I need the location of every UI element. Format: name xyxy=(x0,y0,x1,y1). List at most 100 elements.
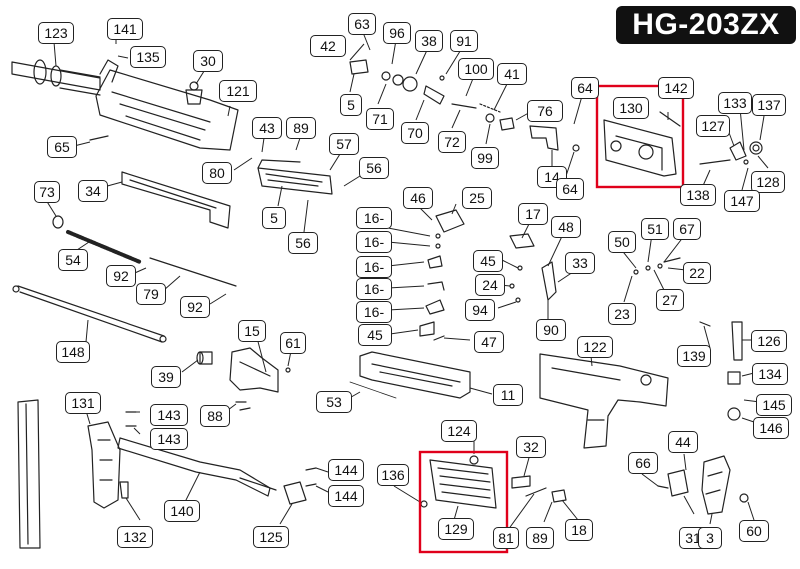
part-callout-3: 3 xyxy=(698,527,722,549)
part-callout-81: 81 xyxy=(493,527,519,549)
part-callout-143: 143 xyxy=(150,428,188,450)
part-callout-80: 80 xyxy=(202,162,232,184)
part-callout-16-1: 16-1 xyxy=(356,301,392,340)
part-callout-72: 72 xyxy=(438,131,466,153)
part-callout-128: 128 xyxy=(751,171,785,193)
part-callout-61: 61 xyxy=(280,332,306,354)
barrel-part xyxy=(11,59,101,96)
part-callout-18: 18 xyxy=(565,519,593,541)
part-callout-34: 34 xyxy=(78,180,108,202)
highlight-boxes xyxy=(418,84,685,554)
part-callout-89: 89 xyxy=(526,527,554,549)
part-callout-91: 91 xyxy=(450,30,478,52)
part-callout-132: 132 xyxy=(117,526,153,548)
stock-butt-part xyxy=(87,421,121,509)
grip-panel-part xyxy=(429,455,497,509)
stock-pin-parts xyxy=(699,321,743,421)
part-callout-100: 100 xyxy=(458,58,494,80)
pin-part xyxy=(89,135,109,141)
part-callout-16-3: 16-3 xyxy=(356,231,392,270)
part-callout-96: 96 xyxy=(383,22,411,44)
part-callout-138: 138 xyxy=(680,184,716,206)
part-callout-123: 123 xyxy=(38,22,74,44)
safety-part xyxy=(529,125,580,152)
part-callout-22: 22 xyxy=(683,262,711,284)
cover-part xyxy=(121,171,231,229)
part-callout-32: 32 xyxy=(516,436,546,458)
sight-part xyxy=(185,81,203,105)
stock-latch-part xyxy=(283,481,307,505)
part-callout-127: 127 xyxy=(696,115,730,137)
part-callout-136: 136 xyxy=(377,464,409,486)
part-callout-48: 48 xyxy=(551,216,581,238)
part-callout-90: 90 xyxy=(536,319,566,341)
highlight-box-124-129 xyxy=(418,450,509,554)
part-callout-5: 5 xyxy=(340,94,362,116)
part-callout-33: 33 xyxy=(565,252,595,274)
part-callout-57: 57 xyxy=(329,133,359,155)
part-callout-46: 46 xyxy=(403,187,433,209)
part-callout-92: 92 xyxy=(106,265,136,287)
part-callout-92: 92 xyxy=(180,296,210,318)
part-callout-11: 11 xyxy=(493,384,523,406)
part-callout-148: 148 xyxy=(56,341,90,363)
part-callout-51: 51 xyxy=(641,218,669,240)
part-callout-50: 50 xyxy=(608,231,636,253)
grip-frame-part xyxy=(539,353,669,449)
part-callout-64: 64 xyxy=(556,178,584,200)
part-callout-134: 134 xyxy=(752,363,788,385)
part-callout-146: 146 xyxy=(753,417,789,439)
part-callout-16-5: 16-5 xyxy=(356,207,392,246)
part-callout-64: 64 xyxy=(571,77,599,99)
firing-pin-parts xyxy=(349,59,515,131)
part-callout-144: 144 xyxy=(328,485,364,507)
part-callout-135: 135 xyxy=(130,46,166,68)
latch-part xyxy=(119,481,129,499)
part-callout-143: 143 xyxy=(150,404,188,426)
magazine-release-parts xyxy=(511,475,567,503)
magazine-part xyxy=(17,399,41,549)
part-callout-39: 39 xyxy=(151,366,181,388)
highlight-box-130-142 xyxy=(595,84,685,189)
part-callout-66: 66 xyxy=(628,452,658,474)
part-callout-47: 47 xyxy=(474,331,504,353)
part-callout-56: 56 xyxy=(359,157,389,179)
part-callout-141: 141 xyxy=(107,18,143,40)
stock-arm-part xyxy=(117,437,277,497)
part-callout-73: 73 xyxy=(34,181,60,203)
part-callout-15: 15 xyxy=(238,320,266,342)
part-callout-65: 65 xyxy=(47,136,77,158)
guide-rod-part xyxy=(12,285,167,343)
part-callout-14: 14 xyxy=(537,166,567,188)
rod-part xyxy=(149,257,237,287)
part-callout-16-4: 16-4 xyxy=(356,278,392,317)
part-callout-70: 70 xyxy=(401,122,429,144)
part-callout-94: 94 xyxy=(465,299,495,321)
spring-part-53 xyxy=(349,381,397,399)
part-callout-129: 129 xyxy=(438,518,474,540)
part-callout-88: 88 xyxy=(200,405,230,427)
sling-swivel-parts xyxy=(699,141,763,165)
part-callout-5: 5 xyxy=(262,207,286,229)
upper-receiver-part xyxy=(95,59,239,151)
selector-parts xyxy=(633,257,681,275)
part-callout-25: 25 xyxy=(462,187,492,209)
part-callout-53: 53 xyxy=(316,391,352,413)
part-callout-99: 99 xyxy=(471,147,499,169)
bushing-part xyxy=(52,215,64,229)
part-callout-126: 126 xyxy=(751,330,787,352)
part-callout-56: 56 xyxy=(288,232,318,254)
part-callout-121: 121 xyxy=(219,80,257,102)
part-callout-23: 23 xyxy=(608,303,636,325)
part-callout-44: 44 xyxy=(668,431,698,453)
trigger-group-parts xyxy=(419,209,465,341)
part-callout-63: 63 xyxy=(348,13,376,35)
part-callout-137: 137 xyxy=(752,94,786,116)
grip-parts xyxy=(657,455,749,515)
part-callout-16-2: 16-2 xyxy=(356,256,392,295)
part-callout-89: 89 xyxy=(286,117,316,139)
part-callout-42: 42 xyxy=(310,35,346,57)
part-callout-54: 54 xyxy=(58,249,88,271)
collar-part xyxy=(196,351,213,365)
